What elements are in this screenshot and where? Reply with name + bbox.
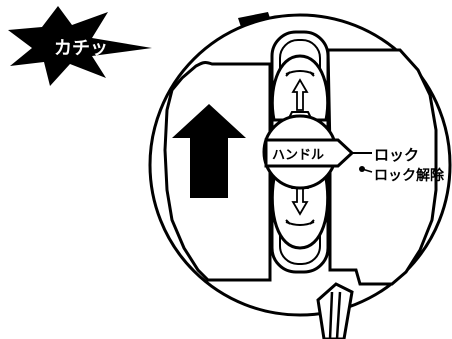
starburst-icon [8,6,152,86]
pointer-arrow-icon [264,138,355,168]
lock-indicators: ロック ロック解除 [352,146,445,184]
right-panel [326,48,438,286]
burst-text: カチッ [54,38,108,59]
up-arrow-icon [172,104,246,198]
handle-label: ハンドル [272,148,324,163]
small-up-arrow-icon [291,78,309,111]
lock-label: ロック [374,146,419,164]
handle-pointer: ハンドル [264,138,355,168]
key-handle [316,282,354,339]
upper-lobe [270,54,330,122]
click-starburst: カチッ [8,6,152,86]
unlock-label: ロック解除 [374,167,445,184]
